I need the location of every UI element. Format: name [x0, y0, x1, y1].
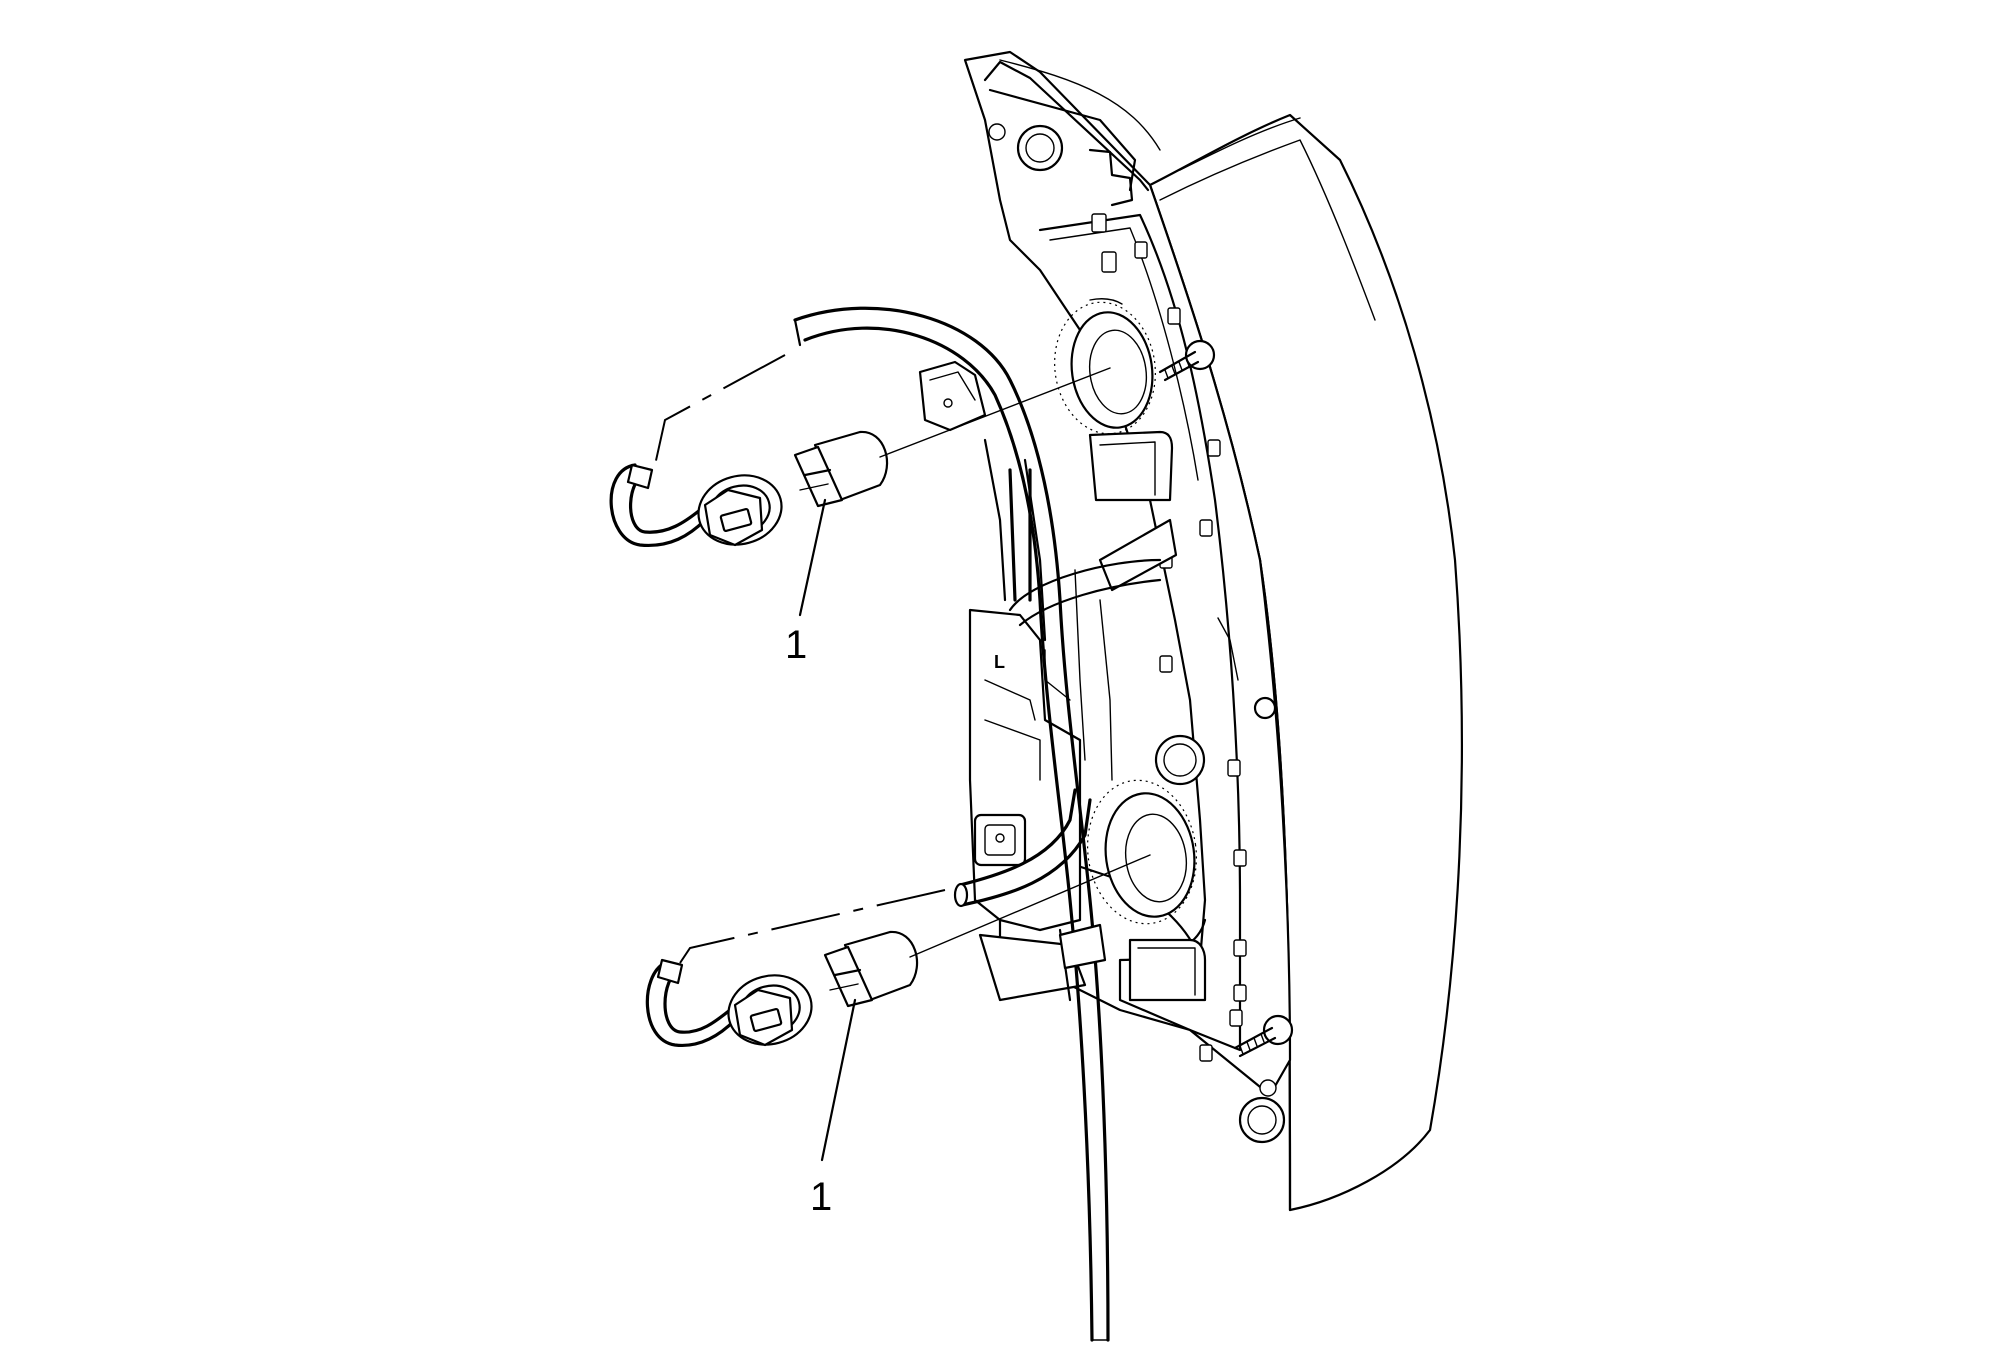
- leader-lines: [798, 498, 857, 1162]
- callout-lower-bulb: 1: [810, 1175, 832, 1219]
- upper-socket-opening: [1054, 298, 1156, 435]
- lower-bulb-assembly: [645, 930, 919, 1048]
- wiring-harness: [793, 306, 1162, 1342]
- housing-side-marker: L: [994, 652, 1005, 672]
- upper-bulb-assembly: [609, 430, 889, 548]
- callout-upper-bulb: 1: [785, 623, 807, 667]
- alignment-lines: [654, 354, 1151, 964]
- upper-mounting-stud: [1158, 339, 1216, 382]
- lower-mounting-stud: [1233, 1014, 1294, 1058]
